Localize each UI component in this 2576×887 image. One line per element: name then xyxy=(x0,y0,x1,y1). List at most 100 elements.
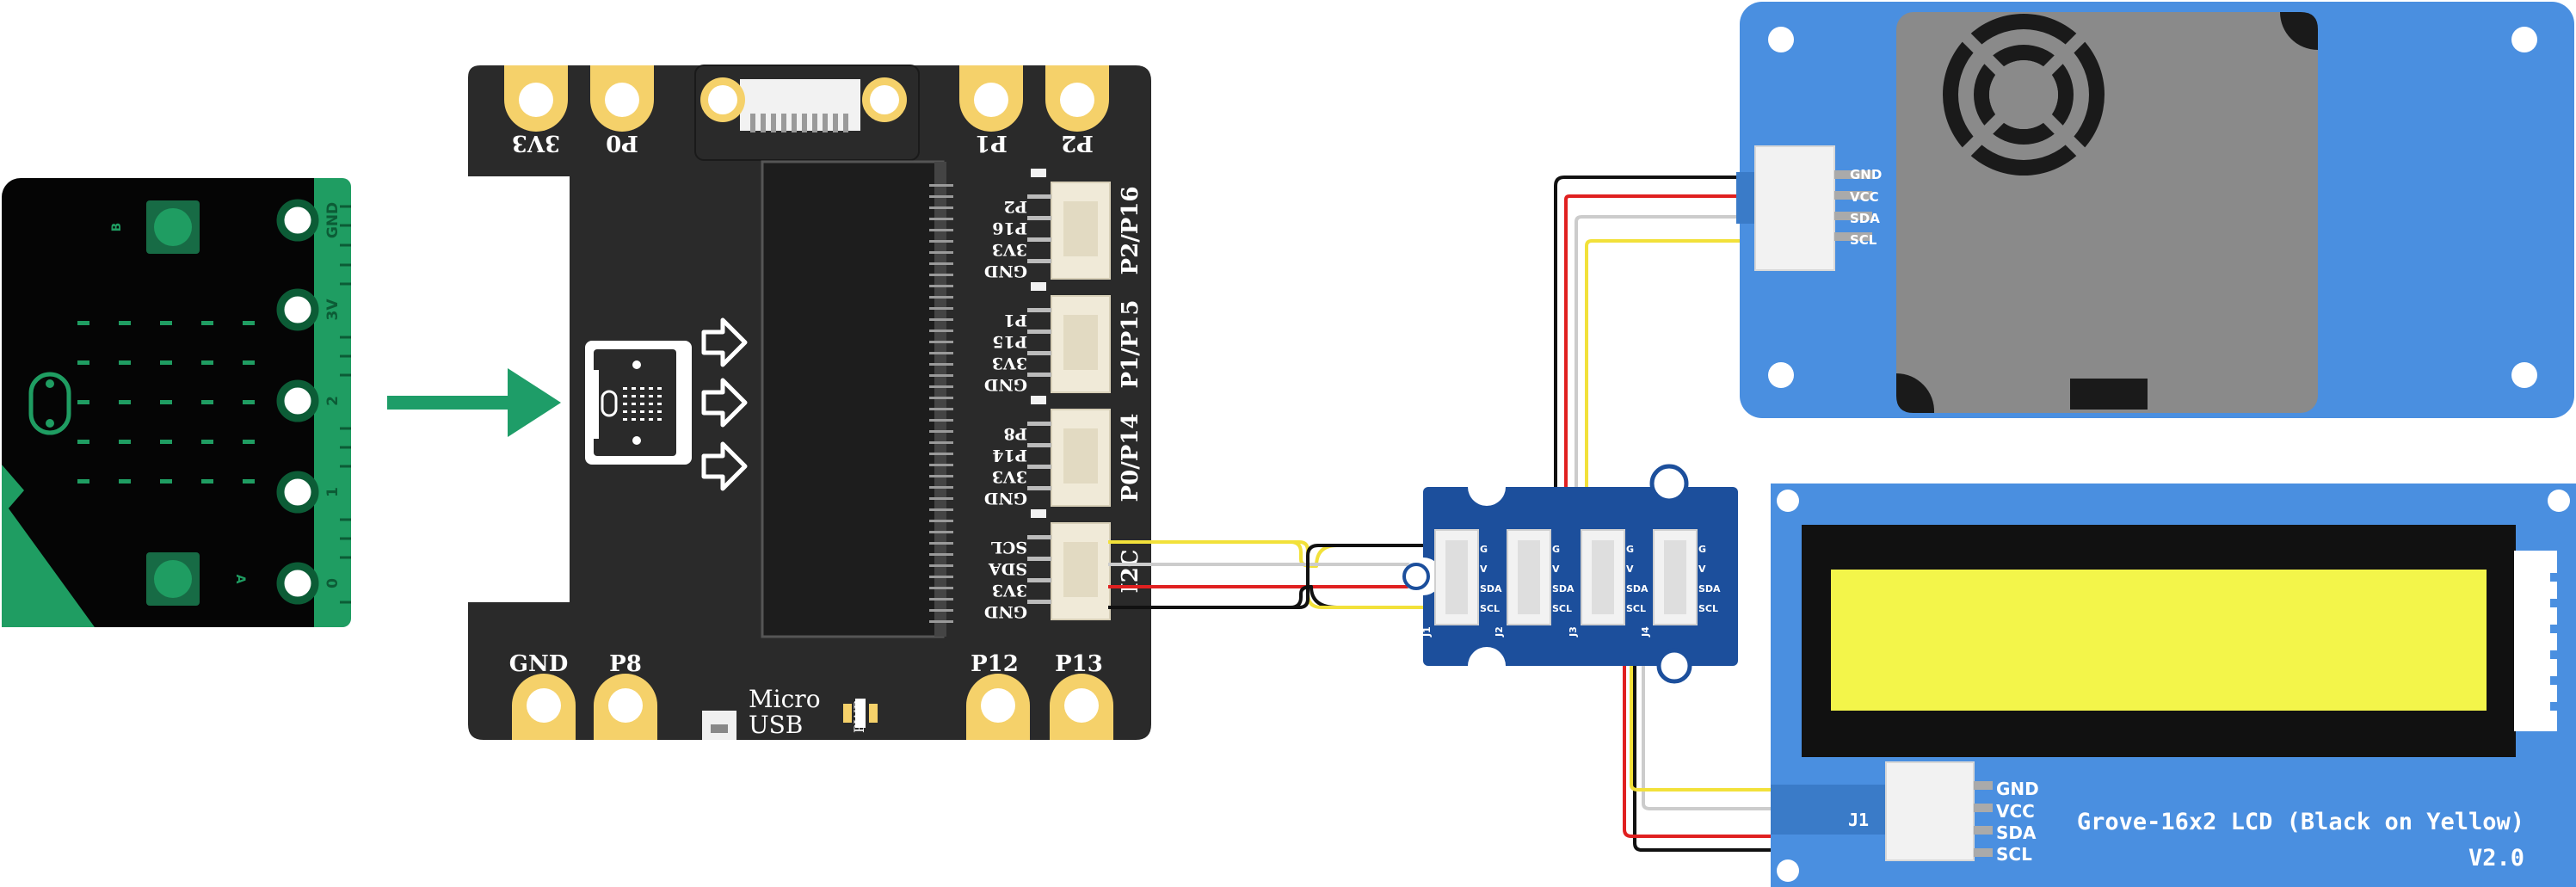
hub-pin-label: SDA xyxy=(1552,583,1575,594)
port-pin-label: P16 xyxy=(992,219,1027,237)
microbit-logo xyxy=(28,372,71,435)
wire-sensor-vcc xyxy=(1526,194,1755,571)
sensor-pin-gnd: GND xyxy=(1850,167,1882,182)
direction-arrow-icons xyxy=(701,317,748,491)
wire-sensor-gnd xyxy=(1526,176,1755,552)
hub-pin-label: SDA xyxy=(1698,583,1721,594)
lcd-grove-connector xyxy=(1885,761,1975,861)
port-name-label: P0/P14 xyxy=(1118,414,1143,502)
button-b-label: B xyxy=(110,223,124,232)
lcd-title: Grove-16x2 LCD (Black on Yellow) xyxy=(2077,809,2524,835)
port-pin-label: SDA xyxy=(989,559,1027,578)
port-pin-label: 3V3 xyxy=(992,467,1027,486)
wire-sensor-sda xyxy=(1526,215,1755,590)
button-b xyxy=(146,200,200,254)
port-pin-label: GND xyxy=(984,602,1027,621)
hub-pin-label: SCL xyxy=(1552,603,1572,614)
port-pin-label: GND xyxy=(984,262,1027,280)
port-pin-label: P1 xyxy=(1003,311,1027,330)
wire-lcd-gnd xyxy=(1600,549,1886,852)
edge-label-1: 1 xyxy=(324,487,342,497)
bottom-pads xyxy=(512,674,1113,740)
button-a xyxy=(146,552,200,606)
pin-label-p2: P2 xyxy=(1061,130,1094,156)
usb-label-micro: Micro xyxy=(749,685,821,713)
edge-label-gnd: GND xyxy=(324,202,342,238)
hub-pin-label: V xyxy=(1480,564,1488,575)
pin-label-p0: P0 xyxy=(606,130,638,156)
port-pin-label: GND xyxy=(984,375,1027,394)
hub-pin-label: V xyxy=(1626,564,1634,575)
microbit-icon xyxy=(585,341,692,465)
wires xyxy=(1108,176,1886,852)
microbit: GND 3V 2 1 0 B A xyxy=(2,178,351,627)
edge-connector-pads xyxy=(276,199,319,605)
hub-pin-label: G xyxy=(1552,544,1560,555)
hub-pin-label: G xyxy=(1626,544,1634,555)
sensor-pin-sda: SDA xyxy=(1850,211,1880,226)
port-pin-label: SCL xyxy=(991,538,1027,557)
edge-label-3v: 3V xyxy=(324,299,342,321)
port-pin-label: P2 xyxy=(1003,197,1027,216)
hub-connector-label: J3 xyxy=(1568,626,1579,638)
wire-lcd-sda xyxy=(1600,587,1886,810)
hub-pin-label: SCL xyxy=(1626,603,1646,614)
wire-lcd-scl xyxy=(1600,606,1886,792)
port-pin-label: GND xyxy=(984,489,1027,508)
hub-pin-label: V xyxy=(1698,564,1706,575)
lcd-pin-scl: SCL xyxy=(1996,844,2032,865)
insert-arrow-icon xyxy=(387,368,561,437)
wire-gnd-b xyxy=(1108,544,1454,609)
wire-gnd xyxy=(1108,585,1454,609)
wire-scl-b xyxy=(1108,540,1454,609)
wire-lcd-vcc xyxy=(1600,568,1886,838)
lcd-pin-gnd: GND xyxy=(1996,779,2039,799)
usb-label-usb: USB xyxy=(749,711,803,739)
edge-label-0: 0 xyxy=(324,578,342,588)
port-name-label: P2/P16 xyxy=(1118,187,1143,275)
wire-sensor-scl xyxy=(1526,239,1755,609)
port-pin-label: 3V3 xyxy=(992,240,1027,259)
hub-pin-label: V xyxy=(1552,564,1560,575)
pin-label-p1: P1 xyxy=(975,130,1008,156)
hub-connector-label: J4 xyxy=(1640,626,1651,638)
pin-label-p13: P13 xyxy=(1055,651,1103,677)
sensor-pin-scl: SCL xyxy=(1850,232,1877,248)
port-pin-label: 3V3 xyxy=(992,354,1027,373)
edge-label-2: 2 xyxy=(324,396,342,406)
fan-icon xyxy=(1943,14,2105,176)
lcd-pin-vcc: VCC xyxy=(1996,801,2035,822)
pin-label-3v3: 3V3 xyxy=(512,130,560,156)
hub-pin-label: SDA xyxy=(1480,583,1502,594)
port-pin-label: P15 xyxy=(992,332,1027,351)
pin-label-p8: P8 xyxy=(609,651,642,677)
hub-connector-j3: GV SDA SCL J3 xyxy=(1568,529,1649,638)
hub-pin-label: SDA xyxy=(1626,583,1649,594)
grove-lcd: J1 GND VCC SDA SCL Grove-16x2 LCD (Black… xyxy=(1771,484,2576,887)
hub-connector-j2: GV SDA SCL J2 xyxy=(1494,529,1575,638)
button-a-label: A xyxy=(233,575,247,584)
pin-label-gnd: GND xyxy=(509,651,569,677)
port-pin-label: P14 xyxy=(992,446,1027,465)
sensor-grove-connector xyxy=(1754,145,1835,271)
lcd-connector-label: J1 xyxy=(1848,810,1869,830)
grove-sensor: GND VCC SDA SCL xyxy=(1736,2,2574,418)
pwr-label: PWR xyxy=(851,699,867,733)
hub-pin-label: G xyxy=(1698,544,1706,555)
led-matrix xyxy=(77,321,255,484)
hub-connector-label: J1 xyxy=(1421,626,1433,638)
sensor-pin-vcc: VCC xyxy=(1850,189,1879,205)
pin-label-p12: P12 xyxy=(971,651,1019,677)
hub-connector-label: J2 xyxy=(1494,626,1505,638)
top-pads xyxy=(504,65,1109,132)
edge-connector-slot xyxy=(761,160,945,638)
port-pin-label: 3V3 xyxy=(992,581,1027,600)
lcd-screen xyxy=(1831,570,2487,711)
